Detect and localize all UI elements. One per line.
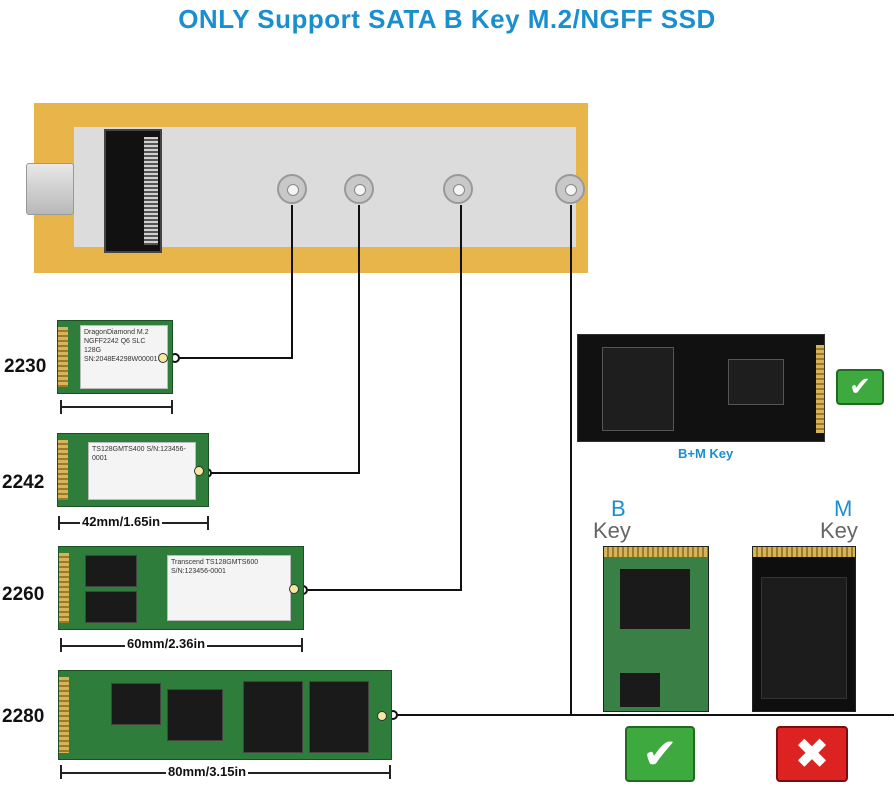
standoff-2230	[277, 174, 307, 204]
ssd-2242-sticker: TS128GMTS400 S/N:123456-0001	[88, 442, 196, 500]
b-key-word: Key	[593, 518, 631, 543]
dim-label-2242: 42mm/1.65in	[80, 514, 163, 529]
b-key-ssd	[603, 546, 709, 712]
dim-line-2230	[60, 406, 172, 408]
cross-mark-icon: ✖	[776, 726, 848, 782]
ssd-2260-sticker: Transcend TS128GMTS600 S/N:123456-0001	[167, 555, 291, 621]
size-label-2242: 2242	[2, 472, 45, 493]
dim-label-2280: 80mm/3.15in	[166, 764, 249, 779]
size-label-2230: 2230	[4, 356, 47, 377]
check-mark-icon: ✔	[836, 369, 884, 405]
b-key-letter: B	[611, 496, 626, 521]
usb-c-connector	[26, 163, 74, 215]
check-mark-icon: ✔	[625, 726, 695, 782]
dim-label-2260: 60mm/2.36in	[125, 636, 208, 651]
ssd-2230: DragonDiamond M.2 NGFF2242 Q6 SLC 128G S…	[57, 320, 173, 394]
bm-key-label: B+M Key	[678, 446, 734, 461]
size-label-2280: 2280	[2, 706, 45, 727]
ssd-2280	[58, 670, 392, 760]
ssd-2260: Transcend TS128GMTS600 S/N:123456-0001	[58, 546, 304, 630]
bm-key-ssd	[577, 334, 825, 442]
standoff-2280	[555, 174, 585, 204]
size-label-2260: 2260	[2, 584, 45, 605]
m-key-word: Key	[820, 518, 858, 543]
m-key-ssd	[752, 546, 856, 712]
ssd-2242: TS128GMTS400 S/N:123456-0001	[57, 433, 209, 507]
ssd-2230-sticker: DragonDiamond M.2 NGFF2242 Q6 SLC 128G S…	[80, 325, 168, 389]
m-key-letter: M	[834, 496, 853, 521]
standoff-2260	[443, 174, 473, 204]
standoff-2242	[344, 174, 374, 204]
page-title: ONLY Support SATA B Key M.2/NGFF SSD	[178, 4, 716, 34]
m2-socket	[104, 129, 162, 253]
